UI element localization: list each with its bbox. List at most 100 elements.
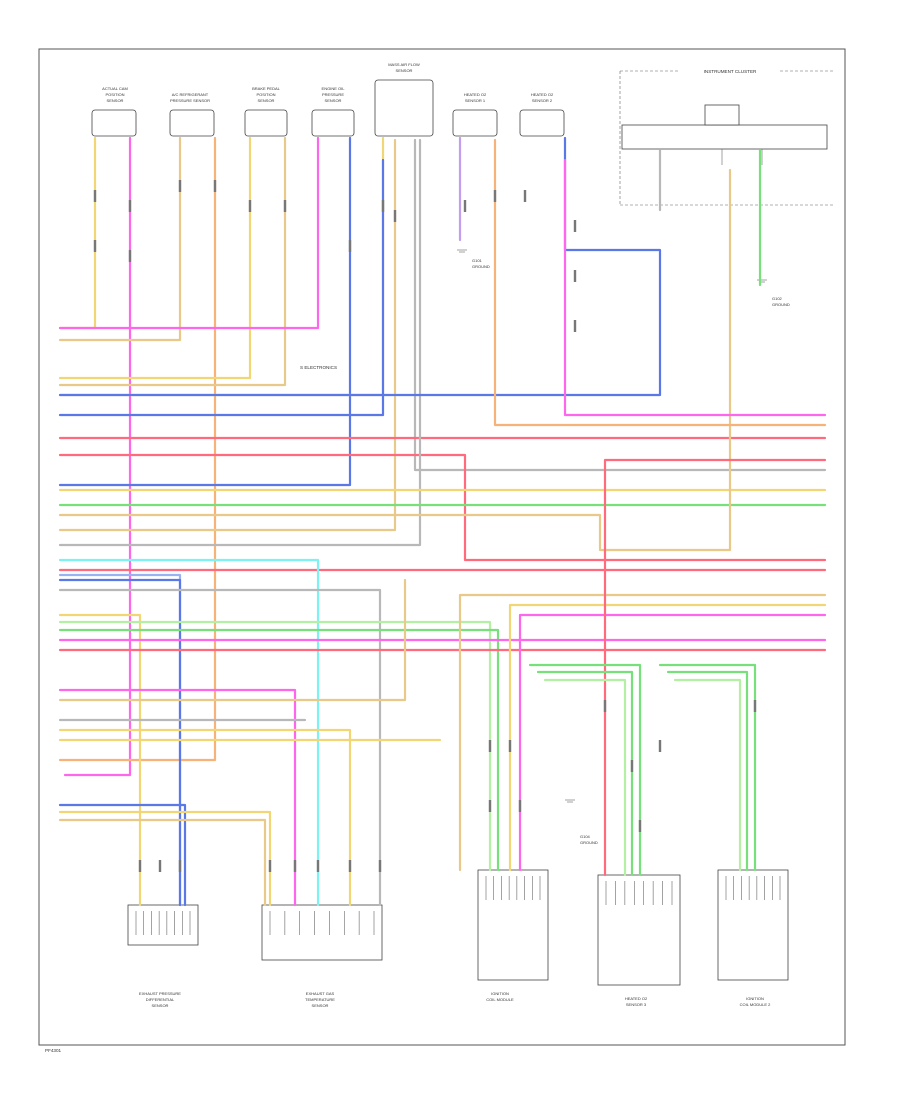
component-label: COIL MODULE	[486, 997, 514, 1002]
wire-tag	[753, 700, 757, 712]
component-label: SENSOR	[325, 98, 342, 103]
wire-yellow-32	[508, 603, 827, 872]
component-label: POSITION	[105, 92, 124, 97]
wire-lightgreen-27	[58, 620, 492, 872]
wire-blue-7	[58, 136, 352, 487]
wire-blue-18	[58, 136, 662, 397]
instrument-cluster-label: INSTRUMENT CLUSTER	[704, 69, 757, 74]
wire-tag	[93, 190, 97, 202]
ground-label: G102	[772, 296, 783, 301]
wire-tag	[488, 740, 492, 752]
wire-tan-48	[58, 818, 267, 907]
wire-green-28	[58, 628, 500, 872]
wire-tag	[248, 200, 252, 212]
component-box	[127, 904, 199, 946]
ground-label: GROUND	[472, 264, 490, 269]
component-label: HEATED O2	[625, 996, 648, 1001]
instrument-cluster-region: INSTRUMENT CLUSTER	[619, 66, 835, 206]
wire-tag	[158, 860, 162, 872]
wire-gray-11	[413, 138, 827, 472]
wire-tag	[213, 180, 217, 192]
component-box	[452, 109, 498, 137]
wire-tan-5	[58, 136, 287, 387]
component-label: HEATED O2	[531, 92, 554, 97]
component-label: COIL MODULE 2	[740, 1002, 772, 1007]
component-label: IGNITION	[491, 991, 509, 996]
component-box	[91, 109, 137, 137]
wire-tag	[138, 860, 142, 872]
wire-tag	[573, 220, 577, 232]
ground-label: GROUND	[580, 840, 598, 845]
component-label: TEMPERATURE	[305, 997, 335, 1002]
wire-harness	[58, 136, 827, 907]
wire-tag	[378, 860, 382, 872]
wire-green-38	[666, 670, 749, 872]
wire-tag	[381, 200, 385, 212]
wire-green-37	[658, 663, 757, 872]
wire-tag	[178, 860, 182, 872]
component-label: SENSOR	[312, 1003, 329, 1008]
component-box	[169, 109, 215, 137]
wire-tags	[93, 180, 757, 872]
wire-tan-31	[458, 593, 827, 872]
wire-green-36	[536, 670, 634, 877]
wire-tan-17	[58, 168, 732, 552]
component-box	[261, 904, 383, 961]
ground-label: G101	[472, 258, 483, 263]
wire-yellow-47	[58, 810, 272, 907]
wire-yellow-1	[58, 136, 97, 330]
component-label: PRESSURE	[322, 92, 344, 97]
wire-red-34	[603, 458, 827, 877]
wire-cyan-22	[58, 558, 320, 907]
wire-pink-0	[63, 136, 132, 777]
component-box	[477, 869, 549, 981]
ground-label: G104	[580, 834, 591, 839]
diagram-frame	[38, 48, 846, 1046]
wire-tag	[603, 700, 607, 712]
component-label: SENSOR	[396, 68, 413, 73]
wire-orange-3	[58, 136, 217, 762]
wire-gray-14	[58, 138, 422, 547]
wire-lightgreen-39	[543, 678, 627, 877]
wire-tan-10	[58, 138, 397, 532]
wire-tag	[293, 860, 297, 872]
wire-blue-9	[58, 158, 385, 417]
component-label: SENSOR	[152, 1003, 169, 1008]
wire-tag	[283, 200, 287, 212]
wire-pink-19	[563, 158, 827, 417]
component-label: EXHAUST GAS	[306, 991, 335, 996]
footer-code: PF4301	[45, 1048, 62, 1053]
wire-tag	[178, 180, 182, 192]
wire-blue-24	[58, 578, 182, 907]
ground-label: GROUND	[772, 302, 790, 307]
wire-tag	[638, 820, 642, 832]
wire-tag	[128, 250, 132, 262]
wire-tag	[93, 240, 97, 252]
wire-yellow-8	[58, 136, 385, 397]
wire-tag	[630, 760, 634, 772]
wire-gray-25	[58, 588, 382, 907]
wire-tag	[348, 860, 352, 872]
wire-tag	[518, 800, 522, 812]
component-label: HEATED O2	[464, 92, 487, 97]
component-label: ACTUAL CAM	[102, 86, 128, 91]
wire-yellow-44	[58, 728, 352, 907]
component-box	[374, 79, 434, 137]
splice-note: S ELECTRONICS	[300, 365, 337, 370]
component-label: IGNITION	[746, 996, 764, 1001]
component-label: SENSOR 2	[532, 98, 553, 103]
component-box	[717, 869, 789, 981]
wire-tag	[463, 200, 467, 212]
wire-pink-41	[58, 688, 297, 907]
wire-tag	[493, 190, 497, 202]
